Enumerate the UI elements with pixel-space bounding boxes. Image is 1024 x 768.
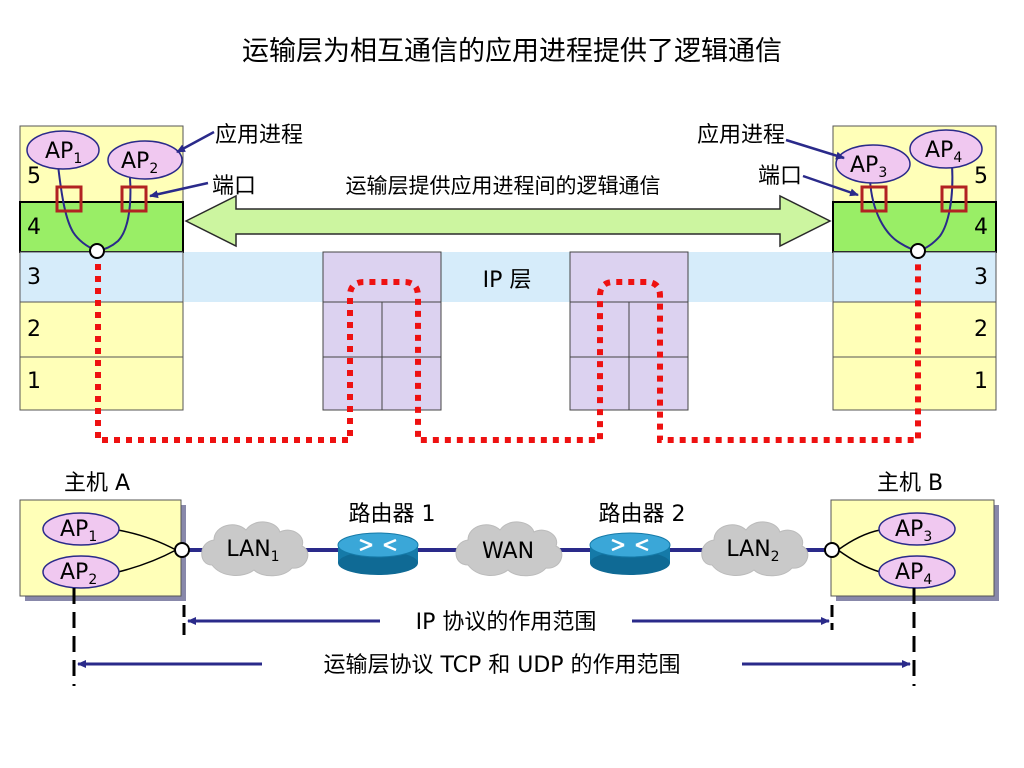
svg-text:LAN2: LAN2 — [726, 537, 779, 565]
left-layer-1: 1 — [27, 369, 41, 394]
left-layer-3: 3 — [27, 265, 41, 290]
host-b-ap4: AP4 — [878, 555, 956, 589]
wan-cloud-icon: WAN — [455, 521, 563, 577]
ip-scope-label: IP 协议的作用范围 — [416, 610, 597, 635]
lan1-cloud-icon: LAN1 — [201, 521, 309, 577]
right-ap4: AP4 — [909, 129, 983, 169]
left-port-2 — [120, 185, 148, 213]
router1-icon — [337, 532, 419, 575]
right-port-3 — [860, 185, 888, 213]
right-ap3-sub: 3 — [878, 165, 887, 181]
right-layer-4: 4 — [974, 215, 988, 240]
port-label-left: 端口 — [212, 174, 256, 199]
right-ap4-sub: 4 — [953, 150, 962, 166]
left-ap2-text: AP — [121, 149, 149, 174]
router2-stack — [569, 251, 689, 411]
host-a-ap1-sub: 1 — [88, 529, 97, 545]
host-b-wire-1 — [837, 529, 881, 551]
svg-text:AP3: AP3 — [850, 153, 887, 181]
svg-text:AP1: AP1 — [60, 517, 97, 545]
right-layer-2: 2 — [974, 317, 988, 342]
port-pointer-right — [802, 174, 859, 197]
router1-label: 路由器 1 — [349, 502, 436, 527]
left-ap2-sub: 2 — [149, 161, 158, 177]
svg-text:AP4: AP4 — [925, 138, 962, 166]
host-b-ap3-sub: 3 — [923, 529, 932, 545]
right-ap3-text: AP — [850, 153, 878, 178]
right-layer-1: 1 — [974, 369, 988, 394]
app-process-pointer-left — [176, 130, 215, 154]
left-ap1-sub: 1 — [73, 151, 82, 167]
router2-icon — [589, 532, 671, 575]
host-a-ap2-text: AP — [60, 560, 88, 585]
left-ap1-wire — [57, 164, 98, 252]
svg-text:AP4: AP4 — [895, 560, 932, 588]
host-b-ap4-text: AP — [895, 560, 923, 585]
ip-layer-band — [184, 252, 832, 302]
svg-text:LAN1: LAN1 — [226, 537, 279, 565]
host-b-wire-2 — [837, 549, 881, 573]
left-ap2: AP2 — [107, 140, 183, 180]
page-title: 运输层为相互通信的应用进程提供了逻辑通信 — [242, 36, 782, 67]
host-b-ap4-sub: 4 — [923, 572, 932, 588]
host-a-wire-2 — [117, 549, 177, 573]
lan2-cloud-icon: LAN2 — [701, 521, 809, 577]
right-port-4 — [940, 185, 968, 213]
right-ap4-text: AP — [925, 138, 953, 163]
left-transport-sap — [89, 243, 105, 259]
host-a-label: 主机 A — [64, 471, 130, 496]
host-a-ap1: AP1 — [42, 512, 120, 546]
ip-layer-label: IP 层 — [483, 268, 532, 293]
lan1-sub: 1 — [271, 549, 280, 565]
left-layer-5: 5 — [27, 164, 41, 189]
host-b-interface — [824, 542, 840, 558]
left-ap1: AP1 — [26, 130, 100, 170]
host-b-label: 主机 B — [877, 471, 943, 496]
app-process-label-left: 应用进程 — [215, 123, 303, 148]
lan1-text: LAN — [226, 537, 270, 562]
svg-text:AP1: AP1 — [45, 139, 82, 167]
data-path — [95, 252, 921, 443]
router1-stack — [322, 251, 442, 411]
left-ap1-text: AP — [45, 139, 73, 164]
svg-text:AP3: AP3 — [895, 517, 932, 545]
right-transport-sap — [910, 243, 926, 259]
left-port-1 — [55, 185, 83, 213]
app-process-label-right: 应用进程 — [697, 123, 785, 148]
router2-label: 路由器 2 — [599, 502, 686, 527]
right-protocol-stack — [832, 125, 997, 411]
right-layer-5: 5 — [974, 164, 988, 189]
svg-text:AP2: AP2 — [121, 149, 158, 177]
host-b-ap3: AP3 — [878, 512, 956, 546]
left-layer-2: 2 — [27, 317, 41, 342]
right-layer-3: 3 — [974, 265, 988, 290]
lan2-text: LAN — [726, 537, 770, 562]
host-a-interface — [174, 542, 190, 558]
port-pointer-left — [149, 181, 209, 199]
host-a-wire-1 — [117, 529, 177, 551]
logical-comm-arrow — [184, 194, 832, 248]
left-layer-4: 4 — [27, 215, 41, 240]
svg-text:AP2: AP2 — [60, 560, 97, 588]
tcp-scope-label: 运输层协议 TCP 和 UDP 的作用范围 — [323, 653, 680, 678]
host-b-ap3-text: AP — [895, 517, 923, 542]
port-label-right: 端口 — [758, 164, 802, 189]
right-ap3: AP3 — [835, 144, 911, 184]
app-process-pointer-right — [785, 138, 845, 160]
lan2-sub: 2 — [771, 549, 780, 565]
host-a-ap2: AP2 — [42, 555, 120, 589]
wan-label: WAN — [482, 539, 534, 564]
host-a-ap1-text: AP — [60, 517, 88, 542]
logical-comm-label: 运输层提供应用进程间的逻辑通信 — [346, 174, 661, 198]
host-a-ap2-sub: 2 — [88, 572, 97, 588]
